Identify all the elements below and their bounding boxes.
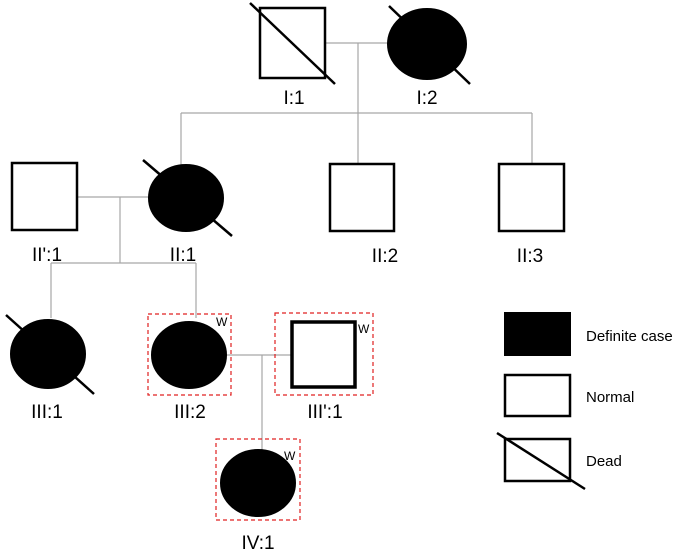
label-II-prime-1: II':1	[32, 245, 62, 266]
individual-II-1	[142, 159, 233, 237]
deceased-slash	[249, 2, 336, 85]
individual-IV-1: W	[215, 438, 301, 521]
highlight-box	[215, 438, 301, 521]
label-III-2: III:2	[174, 402, 206, 423]
male-normal-symbol	[10, 161, 79, 232]
legend: Definite case Normal Dead	[496, 312, 673, 491]
witness-mark: W	[216, 315, 228, 329]
female-affected-symbol	[220, 449, 296, 517]
witness-mark: W	[358, 322, 370, 336]
legend-dead-slash	[496, 431, 586, 491]
connector-lines	[50, 42, 533, 450]
label-I-2: I:2	[416, 88, 437, 109]
female-affected-symbol	[151, 321, 227, 389]
legend-definite-swatch	[504, 312, 571, 356]
deceased-slash	[5, 314, 95, 395]
label-IV-1: IV:1	[241, 533, 274, 554]
legend-normal-label: Normal	[586, 389, 634, 406]
deceased-slash	[142, 159, 233, 237]
individual-I-1	[249, 2, 336, 85]
male-normal-symbol	[290, 320, 357, 389]
legend-dead-label: Dead	[586, 453, 622, 470]
deceased-slash	[388, 5, 471, 85]
male-normal-symbol	[497, 162, 566, 233]
label-III-prime-1: III':1	[307, 402, 342, 423]
label-II-1: II:1	[170, 245, 196, 266]
highlight-box	[274, 312, 374, 396]
individual-III-1	[5, 314, 95, 395]
individual-III-2: W	[147, 313, 232, 396]
label-III-1: III:1	[31, 402, 63, 423]
label-II-3: II:3	[517, 246, 543, 267]
legend-definite-label: Definite case	[586, 328, 673, 345]
individual-I-2	[387, 5, 471, 85]
label-II-2: II:2	[372, 246, 398, 267]
individual-II-3	[497, 162, 566, 233]
individual-III-prime-1: W	[274, 312, 374, 396]
individual-II-2	[328, 162, 396, 233]
legend-normal-swatch	[503, 373, 572, 418]
label-I-1: I:1	[283, 88, 304, 109]
individual-II-prime-1	[10, 161, 79, 232]
highlight-box	[147, 313, 232, 396]
male-normal-symbol	[328, 162, 396, 233]
witness-mark: W	[284, 449, 296, 463]
